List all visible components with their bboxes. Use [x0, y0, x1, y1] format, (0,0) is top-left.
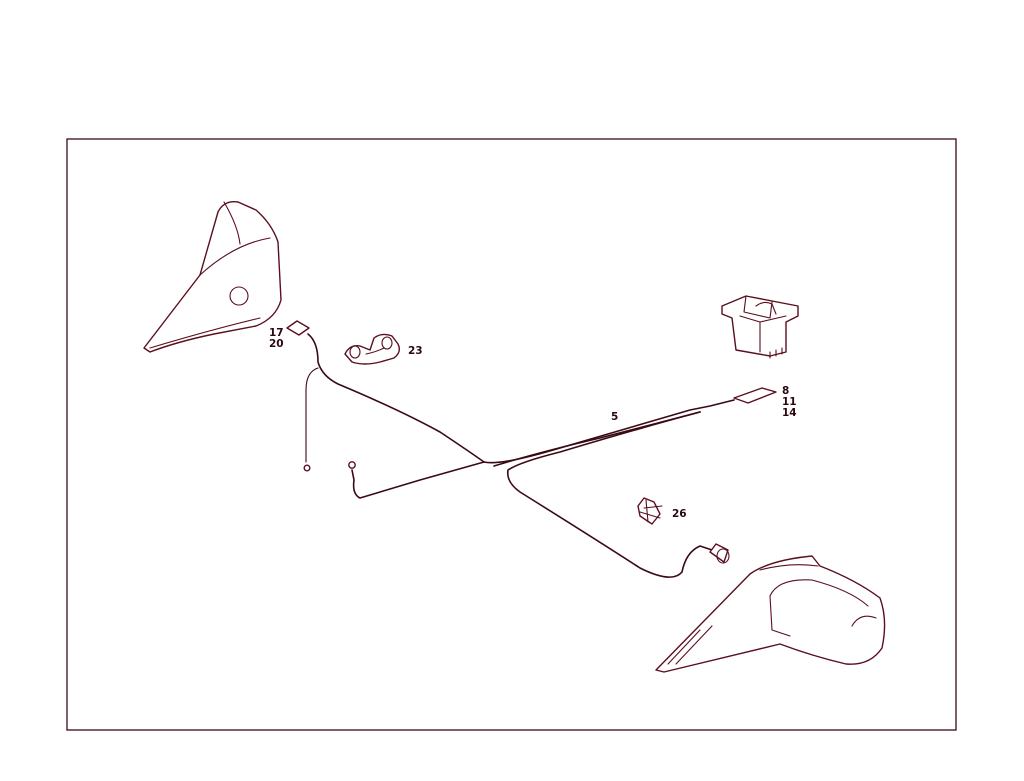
- callout-17: 17: [269, 327, 284, 339]
- terminal-left: [348, 461, 356, 469]
- switch-housing: [721, 295, 799, 359]
- connector-8-11-14: [733, 387, 777, 404]
- connector-17-20: [286, 320, 310, 336]
- callout-23: 23: [408, 345, 423, 357]
- callout-14: 14: [782, 407, 797, 419]
- callout-8: 8: [782, 385, 789, 397]
- bulb-socket: [709, 543, 730, 564]
- clip-23: [344, 333, 401, 365]
- terminal-drop: [303, 464, 311, 472]
- wiring-harness: [303, 333, 735, 578]
- callout-11: 11: [782, 396, 797, 408]
- left-mirror-housing: [143, 201, 282, 353]
- right-mirror-housing: [655, 555, 886, 673]
- callout-20: 20: [269, 338, 284, 350]
- diagram-frame: [66, 138, 957, 731]
- callout-5: 5: [611, 411, 618, 423]
- bracket-26: [637, 497, 663, 525]
- callout-26: 26: [672, 508, 687, 520]
